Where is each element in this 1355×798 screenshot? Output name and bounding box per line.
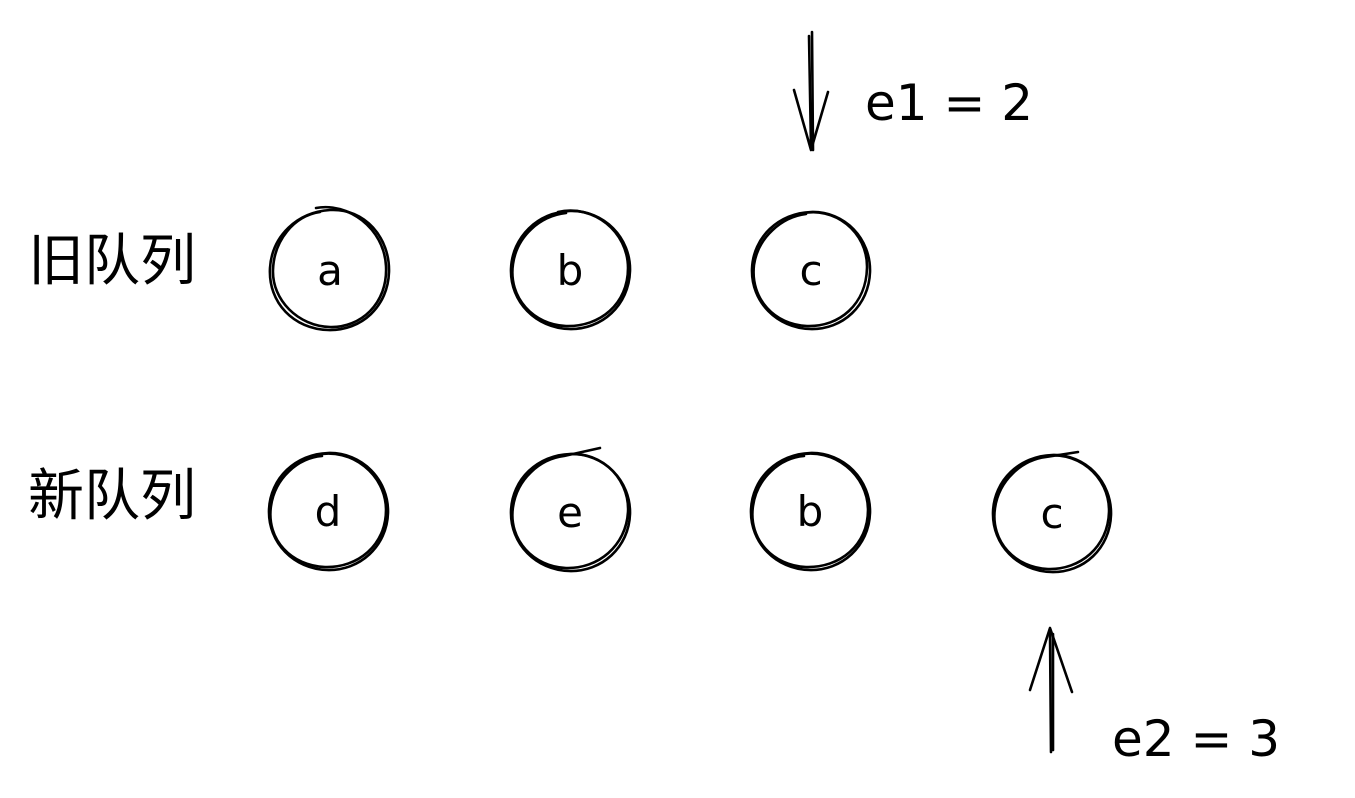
pointer-e1-label: e1 = 2 — [865, 74, 1033, 132]
pointer-e2: e2 = 3 — [1028, 626, 1280, 768]
node-label: a — [317, 246, 343, 295]
node-label: b — [797, 487, 824, 536]
node-label: d — [315, 487, 342, 536]
new-node-b: b — [749, 451, 872, 572]
new-queue-label: 新队列 — [28, 464, 196, 529]
node-label: c — [1040, 489, 1063, 538]
new-node-c: c — [991, 450, 1113, 574]
node-label: e — [557, 488, 583, 537]
node-label: c — [799, 246, 822, 295]
new-queue: d e b c — [267, 446, 1113, 574]
down-arrow-icon — [792, 30, 830, 152]
old-queue: a b c — [268, 205, 872, 332]
node-label: b — [557, 246, 584, 295]
new-node-e: e — [509, 446, 632, 573]
old-node-c: c — [750, 210, 872, 331]
old-queue-label: 旧队列 — [28, 229, 196, 294]
pointer-e1: e1 = 2 — [792, 30, 1033, 152]
old-node-b: b — [509, 209, 632, 331]
up-arrow-icon — [1028, 626, 1074, 754]
old-node-a: a — [268, 205, 391, 332]
new-node-d: d — [267, 451, 390, 572]
pointer-e2-label: e2 = 3 — [1112, 710, 1280, 768]
